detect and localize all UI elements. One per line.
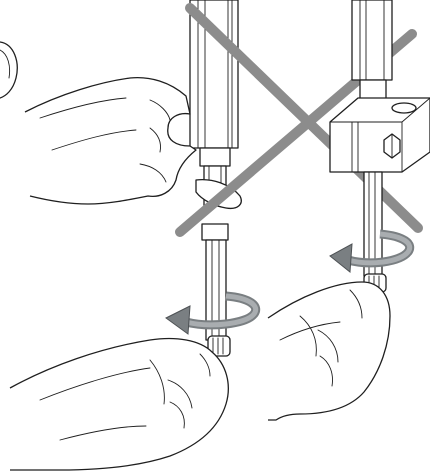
clamp-screw bbox=[384, 134, 400, 158]
right-lower-hand bbox=[268, 282, 390, 420]
rotate-clockwise-arrow-icon bbox=[166, 306, 190, 334]
rotate-clockwise-arrow-icon bbox=[330, 244, 352, 272]
right-clamp-block bbox=[330, 98, 430, 172]
left-lower-hand bbox=[10, 339, 228, 471]
left-edge-knob bbox=[0, 42, 17, 98]
